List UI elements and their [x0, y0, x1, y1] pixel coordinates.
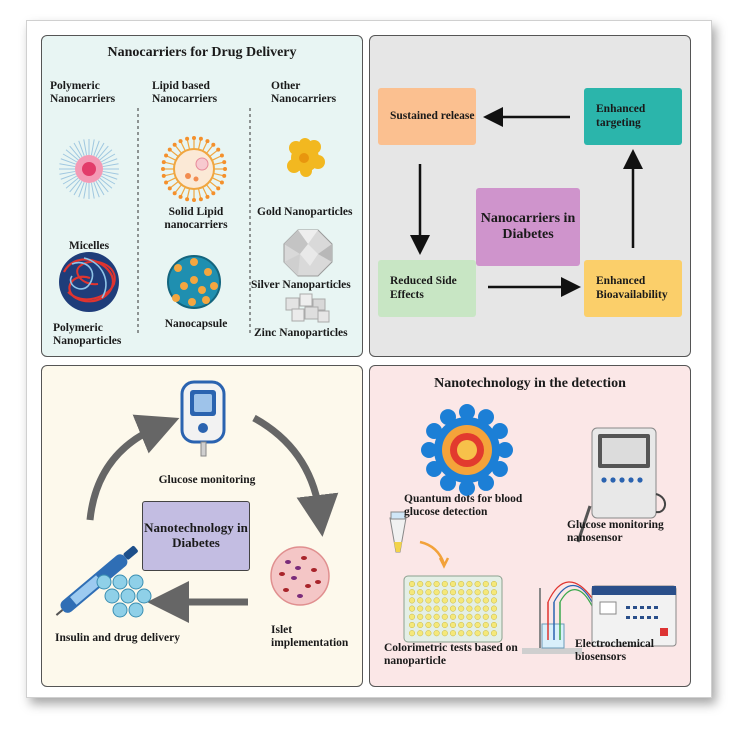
polymeric-heading: Polymeric Nanocarriers	[50, 80, 116, 106]
lipid-heading: Lipid based Nanocarriers	[152, 80, 218, 106]
panel-detection: Nanotechnology in the detection	[369, 365, 691, 687]
quantum-dot-icon	[421, 404, 513, 496]
silver-label: Silver Nanoparticles	[251, 279, 351, 291]
quantum-dots-label: Quantum dots for blood glucose detection	[404, 493, 523, 519]
polymeric-nanoparticles-label: Polymeric Nanoparticles	[53, 322, 122, 348]
pipette-icon	[389, 511, 450, 569]
nanocapsule-icon	[167, 255, 221, 309]
arrow-glucose-to-islet	[252, 414, 339, 537]
islet-icon	[270, 546, 330, 606]
zinc-label: Zinc Nanoparticles	[254, 327, 348, 339]
islet-implementation-label: Islet implementation	[271, 624, 349, 650]
nanosensor-label: Glucose monitoring nanosensor	[567, 519, 664, 545]
nanotech-cycle-graphics	[55, 380, 339, 623]
silver-nanoparticle-icon	[283, 229, 333, 277]
box-nanotechnology-in-diabetes: Nanotechnology in Diabetes	[142, 501, 250, 571]
solid-lipid-label: Solid Lipid nanocarriers	[164, 206, 228, 232]
panel-nanotechnology-in-diabetes: Glucose monitoring Nanotechnology in Dia…	[41, 365, 363, 687]
solid-lipid-nanocarrier-icon	[161, 136, 227, 202]
box-sustained-release: Sustained release	[378, 88, 476, 145]
glucose-sensor-device-icon	[576, 427, 666, 543]
detection-graphics	[389, 404, 677, 654]
arrow-insulin-to-glucose	[86, 414, 180, 521]
gold-label: Gold Nanoparticles	[257, 206, 353, 218]
figure-frame: Nanocarriers for Drug Delivery Polymeric…	[26, 20, 712, 698]
microplate-icon	[403, 575, 503, 643]
drug-nanoparticle-icon	[96, 574, 152, 618]
box-nanocarriers-in-diabetes: Nanocarriers in Diabetes	[476, 188, 580, 266]
glucose-monitoring-label: Glucose monitoring	[158, 474, 256, 486]
gold-nanoparticle-icon	[287, 138, 325, 177]
box-reduced-side-effects: Reduced Side Effects	[378, 260, 476, 317]
insulin-pen-icon	[55, 545, 138, 616]
box-enhanced-targeting: Enhanced targeting	[584, 88, 682, 145]
polymeric-nanoparticle-icon	[59, 252, 119, 312]
panel-title: Nanocarriers for Drug Delivery	[107, 45, 297, 60]
electrochemical-setup-icon	[522, 581, 677, 654]
box-enhanced-bioavailability: Enhanced Bioavailability	[584, 260, 682, 317]
micelle-icon	[59, 139, 119, 199]
nanocapsule-label: Nanocapsule	[164, 318, 228, 330]
electrochemical-label: Electrochemical biosensors	[575, 638, 654, 664]
zinc-nanoparticle-icon	[285, 293, 330, 323]
nanocarrier-illustrations	[59, 108, 333, 336]
colorimetric-label: Colorimetric tests based on nanoparticle	[384, 642, 518, 668]
detection-title: Nanotechnology in the detection	[434, 376, 626, 391]
micelles-label: Micelles	[68, 240, 110, 252]
insulin-delivery-label: Insulin and drug delivery	[55, 632, 180, 644]
panel-nanocarriers-drug-delivery: Nanocarriers for Drug Delivery Polymeric…	[41, 35, 363, 357]
panel-nanocarriers-in-diabetes: Sustained release Enhanced targeting Nan…	[369, 35, 691, 357]
benefit-arrows	[410, 107, 643, 297]
other-heading: Other Nanocarriers	[271, 80, 337, 106]
glucometer-icon	[180, 380, 226, 457]
